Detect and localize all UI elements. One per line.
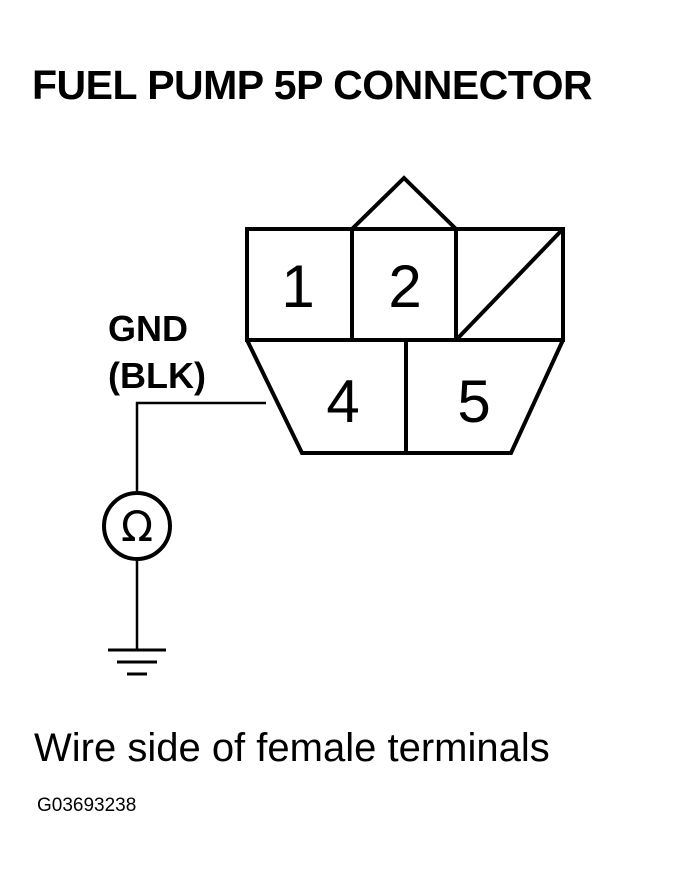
- figure-id: G03693238: [37, 795, 137, 816]
- terminal-1: 1: [281, 253, 314, 320]
- terminal-4: 4: [326, 368, 359, 435]
- gnd-label: GND: [108, 308, 188, 349]
- diagram-caption: Wire side of female terminals: [34, 726, 550, 770]
- ground-icon: [108, 648, 166, 676]
- diagram-title: FUEL PUMP 5P CONNECTOR: [32, 62, 593, 108]
- connector-lock-tab: [350, 175, 458, 231]
- terminal-2: 2: [388, 253, 421, 320]
- probe-wire: [135, 401, 266, 494]
- unused-cavity-3: [456, 229, 563, 340]
- ohm-symbol: Ω: [121, 502, 153, 551]
- terminal-5: 5: [457, 368, 490, 435]
- wire-color-label: (BLK): [108, 355, 206, 396]
